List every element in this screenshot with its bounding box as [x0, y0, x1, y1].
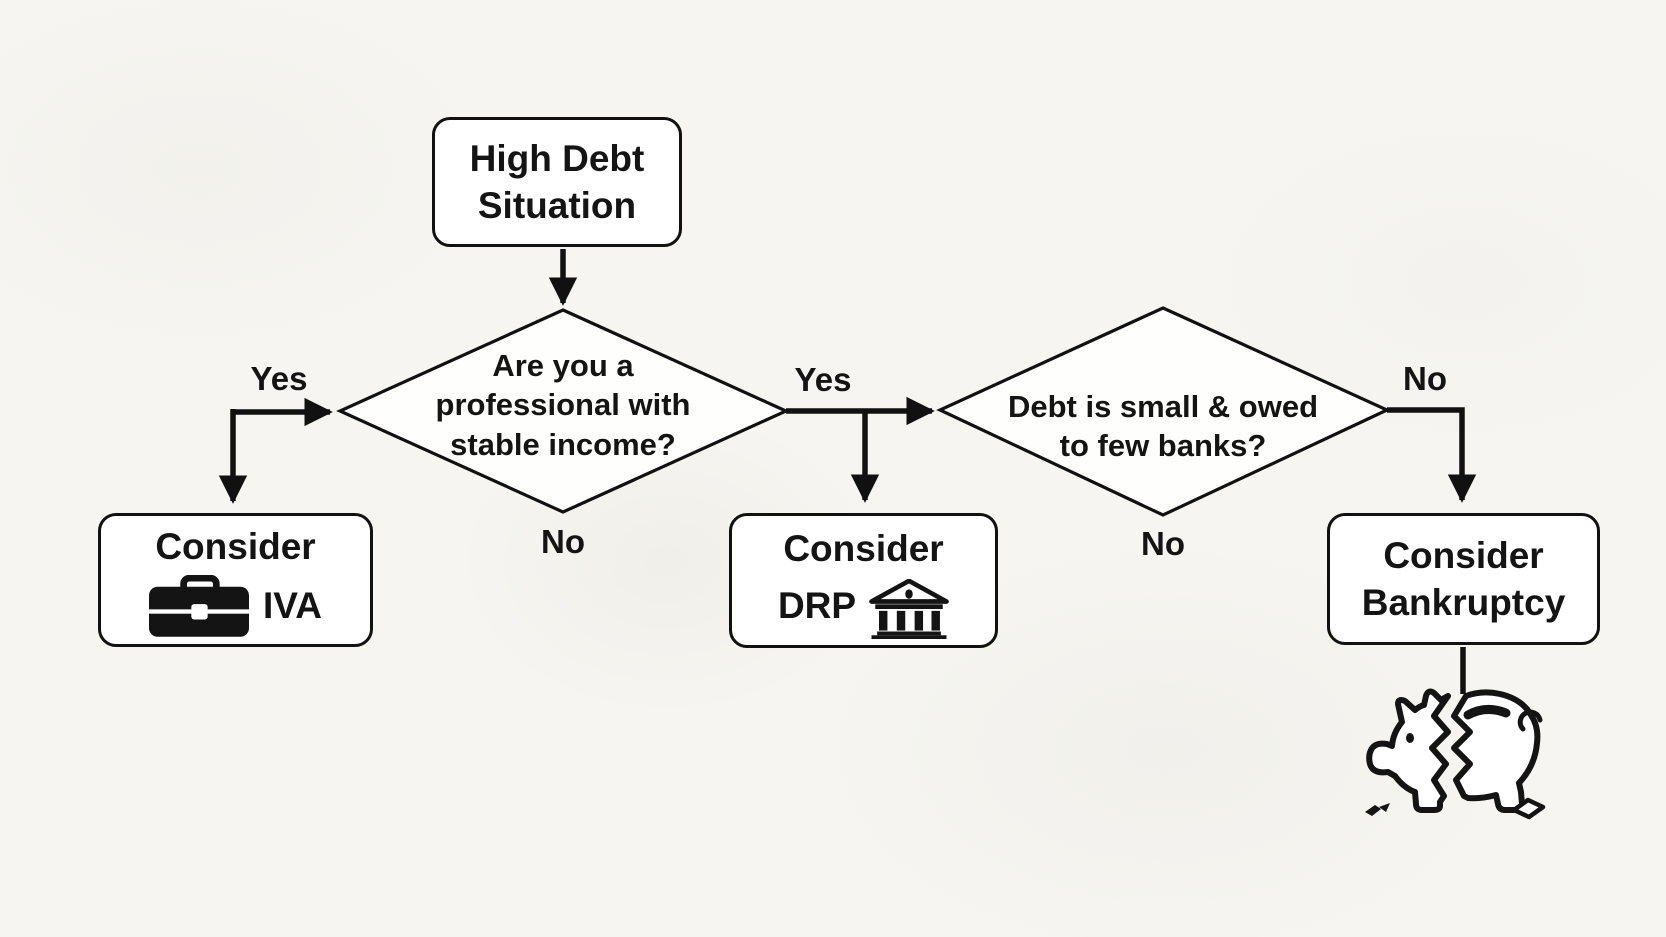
decision1-diamond — [336, 308, 790, 514]
iva-line2-row: IVA — [149, 574, 322, 637]
decision2-line2: to few banks? — [1059, 428, 1267, 463]
start-line2: Situation — [477, 185, 637, 226]
drp-line2: DRP — [777, 585, 857, 627]
outcome-drp-node: Consider DRP — [729, 513, 998, 648]
bankruptcy-line1: Consider — [1383, 534, 1544, 576]
decision1-line3: stable income? — [450, 426, 676, 462]
bank-icon — [869, 579, 949, 640]
start-node: High Debt Situation — [432, 117, 682, 247]
label-decision1-yes: Yes — [250, 360, 308, 397]
iva-line2: IVA — [263, 584, 322, 626]
decision2-diamond — [936, 306, 1391, 517]
label-decision1-to-decision2-yes: Yes — [794, 361, 852, 398]
decision1-line2: professional with — [435, 387, 691, 423]
arrow-no-to-bankruptcy — [1387, 407, 1477, 503]
drp-line2-row: DRP — [777, 576, 949, 640]
briefcase-icon — [149, 574, 250, 637]
outcome-bankruptcy-node: Consider Bankruptcy — [1327, 513, 1600, 645]
iva-line1: Consider — [155, 526, 316, 568]
decision1-line1: Are you a — [492, 348, 634, 384]
decision2-line1: Debt is small & owed — [1007, 388, 1319, 424]
label-decision1-no: No — [541, 523, 585, 560]
drp-line1: Consider — [783, 527, 944, 569]
outcome-iva-node: Consider IVA — [98, 513, 373, 647]
bankruptcy-line2: Bankruptcy — [1361, 582, 1566, 623]
decision1-node: Are you a professional with stable incom… — [383, 346, 743, 464]
start-line1: High Debt — [469, 137, 645, 179]
broken-piggy-bank-icon — [1365, 688, 1546, 820]
label-decision2-no: No — [1141, 525, 1185, 562]
label-decision2-no-right: No — [1403, 360, 1447, 397]
decision2-node: Debt is small & owed to few banks? — [943, 386, 1383, 466]
